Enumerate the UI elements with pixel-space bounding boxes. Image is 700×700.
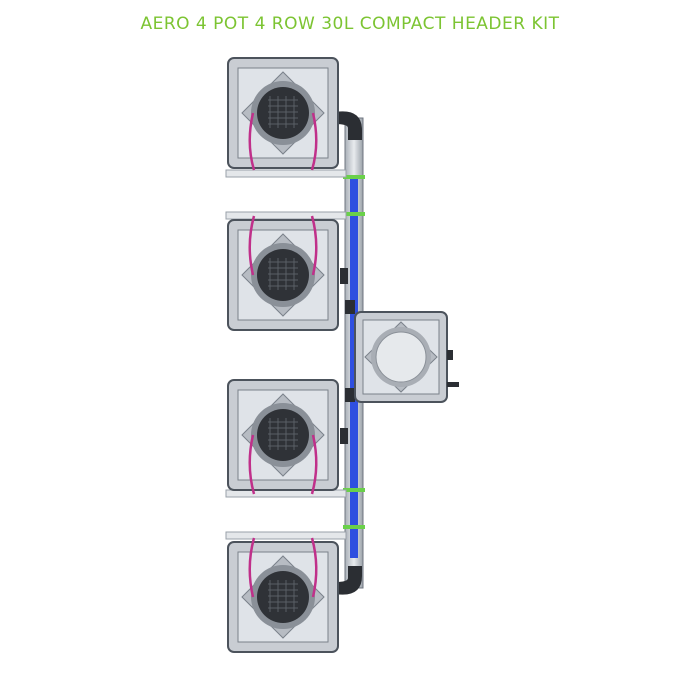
feed-tube [310, 112, 318, 171]
net-pot-icon [257, 571, 309, 623]
net-pot-icon [257, 87, 309, 139]
feed-tube [310, 537, 318, 598]
lid-icon [375, 331, 427, 383]
pot-3 [227, 379, 339, 495]
reservoir-tank [354, 311, 459, 403]
feed-tube [310, 215, 318, 276]
green-fitting-icon [343, 175, 365, 529]
feed-tube [310, 434, 318, 495]
net-pot-icon [257, 249, 309, 301]
net-pot-icon [257, 409, 309, 461]
page-title: AERO 4 POT 4 ROW 30L COMPACT HEADER KIT [140, 14, 560, 34]
pot-4 [227, 537, 339, 653]
pot-1 [227, 57, 339, 171]
feed-tube [248, 434, 256, 495]
feed-tube [248, 537, 256, 598]
pot-2 [227, 215, 339, 331]
feed-tube [248, 215, 256, 276]
feed-tube [248, 112, 256, 171]
